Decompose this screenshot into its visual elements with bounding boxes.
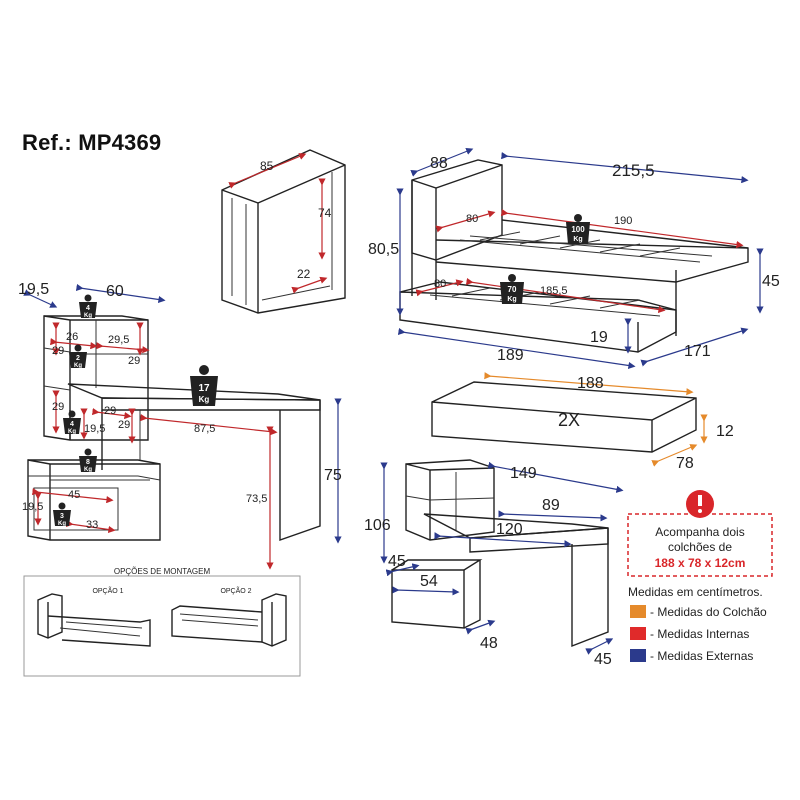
mattress-height-label: 12 [716, 423, 734, 440]
svg-text:17: 17 [198, 383, 210, 394]
svg-text:Kg: Kg [58, 521, 66, 527]
bed-inner-depth-label: 80 [466, 213, 478, 225]
trundle-inner-width-label: 185,5 [540, 285, 568, 297]
desk2-drawing: 106 149 89 120 45 54 48 45 [364, 459, 624, 668]
option1-label: OPÇÃO 1 [92, 586, 123, 595]
desk-inner-width-label: 87,5 [194, 423, 215, 435]
desk2-width-label: 149 [510, 465, 537, 482]
option2-label: OPÇÃO 2 [220, 586, 251, 595]
bed-drawing: 88 215,5 80,5 80 190 80 185,5 45 189 19 … [368, 147, 780, 370]
bed-total-depth-label: 171 [684, 343, 711, 360]
svg-text:3: 3 [60, 513, 64, 520]
shelf-top-width2-label: 29,5 [108, 334, 129, 346]
shelf-h6-label: 29 [118, 419, 130, 431]
svg-text:Kg: Kg [84, 313, 92, 319]
weight-icon: 3 Kg [53, 502, 71, 527]
drawer-width-label: 45 [68, 489, 80, 501]
shelf-h1-label: 29 [52, 345, 64, 357]
svg-text:100: 100 [571, 225, 585, 234]
shelf-width-label: 60 [106, 283, 124, 300]
weight-icon: 70 Kg [500, 274, 524, 304]
weight-icon: 2 Kg [69, 344, 87, 369]
shelf-depth-label: 19,5 [18, 281, 49, 298]
assembly-options: OPÇÕES DE MONTAGEM OPÇÃO 1 OPÇÃO 2 [23, 567, 301, 677]
reference-title: Ref.: MP4369 [22, 130, 162, 155]
frame-depth-label: 22 [297, 267, 311, 281]
shelf-desk-drawing: 19,5 60 26 29,5 29 29 29 29 19,5 29 87,5… [18, 281, 342, 570]
mattress-drawing: 188 2X 12 78 [431, 372, 734, 472]
bed-width-label: 215,5 [612, 161, 655, 180]
desk2-inner-width-label: 120 [496, 521, 523, 538]
desk-total-height-label: 75 [324, 467, 342, 484]
bed-depth-label: 88 [430, 155, 448, 172]
bed-height-label: 80,5 [368, 241, 399, 258]
drawer-height-label: 19,5 [22, 501, 43, 513]
mattress-quantity-label: 2X [558, 410, 580, 430]
legend: Medidas em centímetros. - Medidas do Col… [628, 585, 767, 663]
desk2-a-label: 45 [388, 553, 406, 570]
legend-title: Medidas em centímetros. [628, 585, 763, 599]
desk2-c-label: 48 [480, 635, 498, 652]
assembly-title: OPÇÕES DE MONTAGEM [114, 567, 211, 576]
notice-box: Acompanha dois colchões de 188 x 78 x 12… [627, 490, 773, 577]
frame-drawing: 85 74 22 [221, 149, 346, 314]
svg-text:Kg: Kg [68, 429, 76, 435]
trundle-inner-depth-label: 80 [434, 278, 446, 290]
svg-text:8: 8 [86, 459, 90, 466]
frame-width-label: 85 [260, 159, 274, 173]
frame-height-label: 74 [318, 206, 332, 220]
mattress-depth-label: 78 [676, 455, 694, 472]
weight-icon: 17 Kg [190, 365, 218, 406]
desk2-height-label: 106 [364, 517, 391, 534]
svg-text:70: 70 [508, 285, 517, 294]
drawer-depth-label: 33 [86, 519, 98, 531]
mattress-width-label: 188 [577, 375, 604, 392]
notice-line3: 188 x 78 x 12cm [655, 556, 746, 570]
legend-swatch-external [630, 649, 646, 662]
svg-text:Kg: Kg [199, 395, 210, 404]
notice-line1: Acompanha dois [655, 525, 744, 539]
legend-item-mattress: - Medidas do Colchão [650, 605, 767, 619]
svg-text:Kg: Kg [74, 363, 82, 369]
shelf-h3-label: 29 [52, 401, 64, 413]
trundle-height-label: 19 [590, 329, 608, 346]
weight-icon: 4 Kg [63, 410, 81, 435]
trundle-width-label: 189 [497, 347, 524, 364]
legend-item-external: - Medidas Externas [650, 649, 753, 663]
svg-text:4: 4 [86, 305, 90, 312]
bed-side-height-label: 45 [762, 273, 780, 290]
svg-text:Kg: Kg [84, 467, 92, 473]
shelf-top-width-label: 26 [66, 331, 78, 343]
desk2-b-label: 54 [420, 573, 438, 590]
weight-icon: 8 Kg [79, 448, 97, 473]
desk-inner-height-label: 73,5 [246, 493, 267, 505]
svg-text:Kg: Kg [573, 236, 582, 243]
svg-text:Kg: Kg [507, 296, 516, 303]
shelf-h2-label: 29 [128, 355, 140, 367]
desk2-desk-width-label: 89 [542, 497, 560, 514]
notice-line2: colchões de [668, 540, 732, 554]
shelf-h5-label: 19,5 [84, 423, 105, 435]
svg-text:2: 2 [76, 355, 80, 362]
legend-swatch-mattress [630, 605, 646, 618]
desk2-d-label: 45 [594, 651, 612, 668]
legend-swatch-internal [630, 627, 646, 640]
bed-inner-width-label: 190 [614, 215, 632, 227]
svg-text:4: 4 [70, 421, 74, 428]
weight-icon: 4 Kg [79, 294, 97, 319]
weight-icon: 100 Kg [566, 214, 590, 244]
shelf-h4-label: 29 [104, 405, 116, 417]
legend-item-internal: - Medidas Internas [650, 627, 749, 641]
